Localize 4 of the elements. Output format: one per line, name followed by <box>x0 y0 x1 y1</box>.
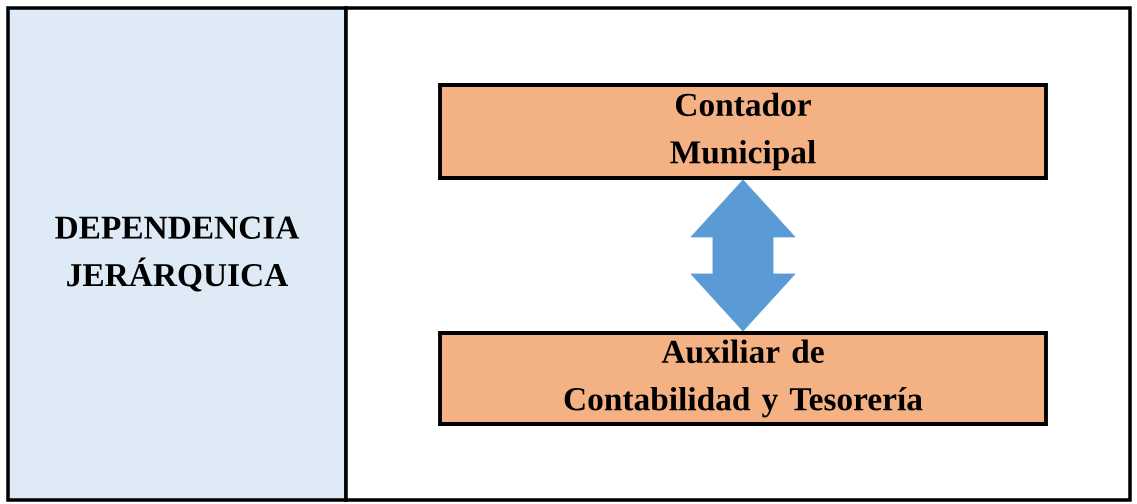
double-arrow <box>690 179 796 332</box>
role-box: Auxiliar de Contabilidad y Tesorería <box>438 331 1048 426</box>
heading-cell: DEPENDENCIA JERÁRQUICA <box>6 6 348 502</box>
role-box: Contador Municipal <box>438 83 1048 180</box>
